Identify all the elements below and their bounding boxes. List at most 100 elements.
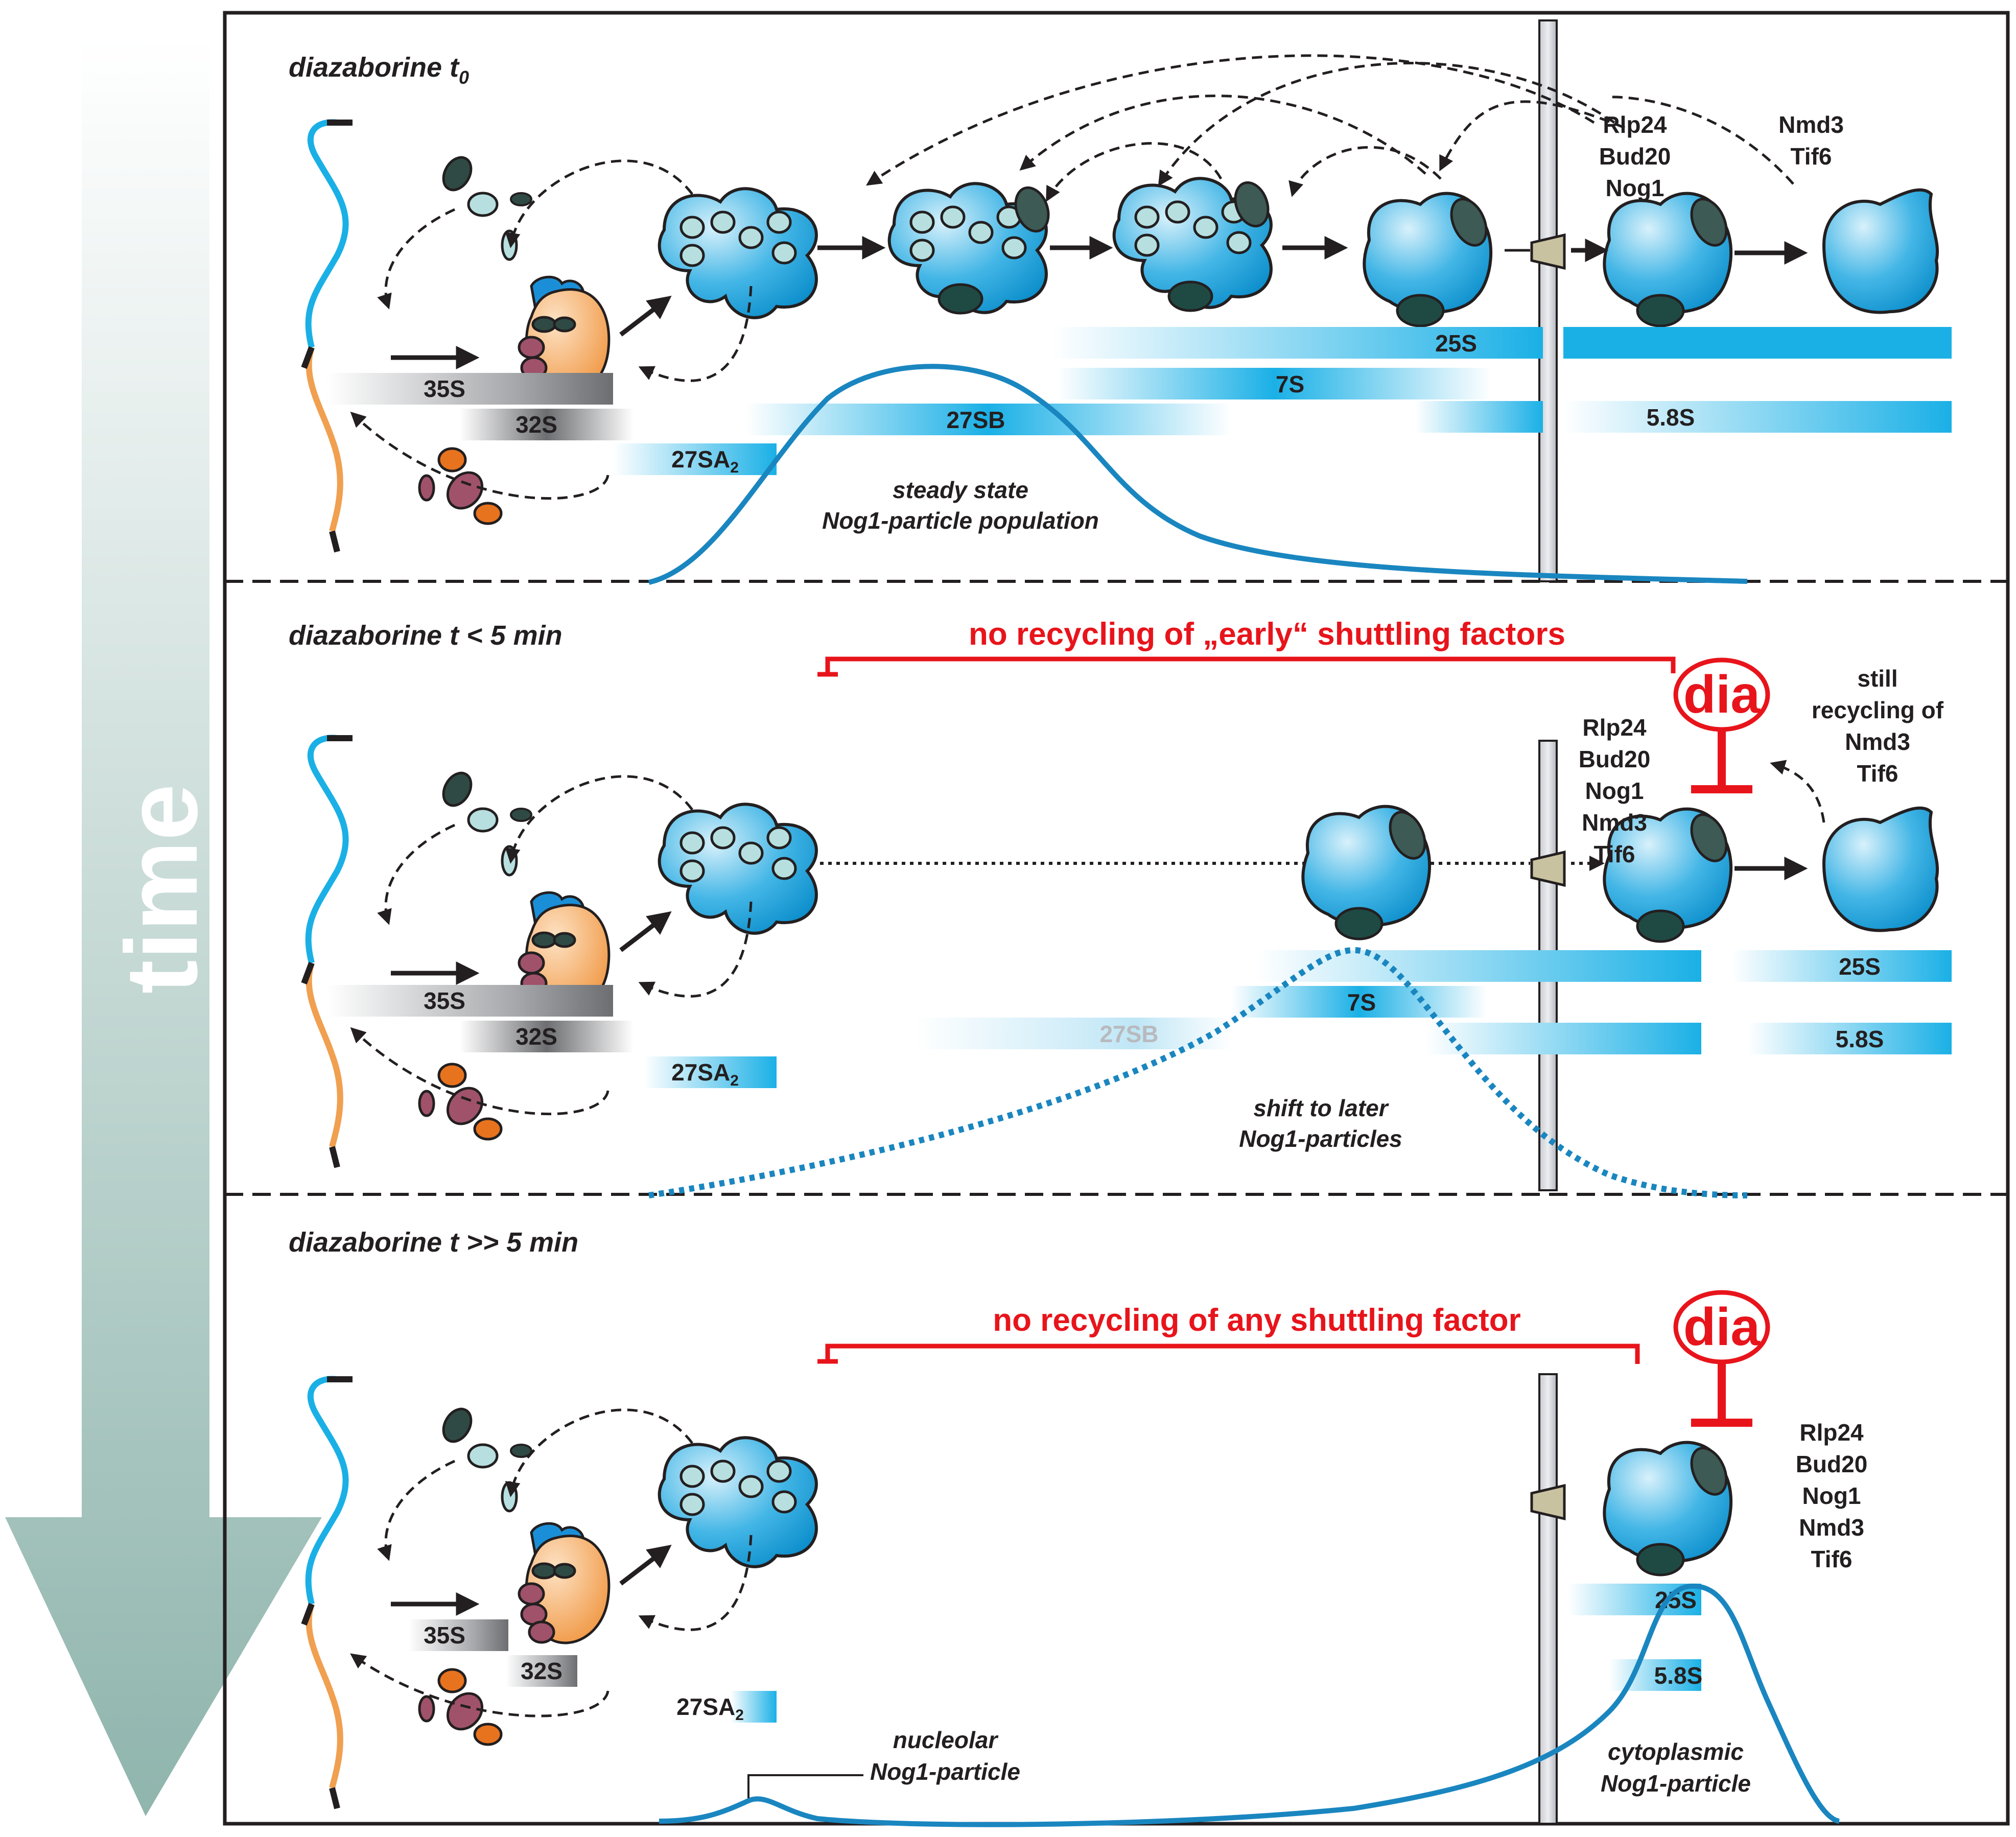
bar-35s-label: 35S — [424, 1622, 465, 1648]
factor-nmd3: Nmd3 — [1799, 1514, 1864, 1541]
nucleolar-label-line1: nucleolar — [893, 1727, 999, 1753]
no-recycling-bracket — [825, 656, 1676, 674]
bar-25s-nuclear — [1257, 950, 1701, 982]
bar-35s — [327, 373, 613, 405]
bar-32s-label: 32S — [515, 1023, 557, 1050]
bar-25s-cytoplasmic — [1732, 950, 1952, 982]
panel-title: diazaborine t >> 5 min — [289, 1227, 578, 1258]
bar-58s-nuclear — [1415, 401, 1543, 433]
panel-title: diazaborine t < 5 min — [289, 620, 562, 651]
nog1-steady-state-curve — [648, 364, 1748, 585]
recycling-arrows — [350, 1408, 753, 1717]
cytoplasmic-particle — [1604, 194, 1733, 326]
bar-27sa2 — [613, 443, 777, 475]
rrna-species-bars: 35S 32S 27SA2 27SB 7S 25S 5.8S — [327, 327, 1952, 476]
bar-35s — [327, 985, 613, 1017]
nuclear-pore — [1538, 19, 1558, 582]
arrow-90s-to-early — [619, 1544, 672, 1586]
trapped-factors: Rlp24 Bud20 Nog1 Nmd3 Tif6 — [1796, 1419, 1868, 1572]
curve-label-line1: steady state — [893, 477, 1028, 503]
bar-25s-nuclear — [1052, 327, 1543, 359]
rrna-species-bars: 35S 32S 27SA2 25S 5.8S — [409, 1584, 1702, 1724]
factor-nmd3: Nmd3 — [1778, 111, 1844, 138]
nucleolar-pointer — [747, 1774, 863, 1798]
bar-58s-label: 5.8S — [1647, 404, 1695, 431]
bar-35s-label: 35S — [424, 375, 465, 402]
bar-7s-label: 7S — [1276, 371, 1304, 397]
still-recycling-line4: Tif6 — [1857, 760, 1898, 787]
curve-label-line2: Nog1-particles — [1239, 1125, 1402, 1152]
panel-t0: diazaborine t0 — [289, 19, 1952, 585]
bar-58s-label: 5.8S — [1836, 1026, 1884, 1052]
factor-rlp24: Rlp24 — [1799, 1419, 1864, 1446]
figure-frame — [223, 11, 2010, 1826]
bar-27sb — [746, 404, 1231, 435]
early-factors-bottom — [419, 1669, 501, 1745]
blocked-factors: Rlp24 Bud20 Nog1 Nmd3 Tif6 — [1579, 714, 1651, 867]
bar-58s-cytoplasmic — [1563, 401, 1952, 433]
factor-rlp24: Rlp24 — [1582, 714, 1647, 741]
nog1-shifted-curve — [648, 947, 1748, 1198]
nog1-final-curve — [659, 1583, 1840, 1827]
pore-channel — [1530, 850, 1566, 887]
bar-58s-label: 5.8S — [1654, 1662, 1703, 1689]
rrna-species-bars: 35S 32S 27SA2 27SB 7S 25S 5.8S — [327, 950, 1952, 1089]
bar-27sb-label: 27SB — [946, 407, 1005, 433]
early-factors-bottom — [419, 449, 501, 524]
bar-7s — [1058, 368, 1492, 399]
bar-25s-label: 25S — [1839, 953, 1881, 980]
factor-tif6: Tif6 — [1791, 143, 1832, 170]
bar-7s-label: 7S — [1347, 989, 1376, 1016]
bar-7s — [1231, 986, 1487, 1018]
accumulated-late-particle — [1303, 807, 1432, 939]
svg-text:diazaborine t0: diazaborine t0 — [289, 52, 469, 88]
bar-32s — [506, 1655, 577, 1687]
bar-27sa2-label: 27SA2 — [671, 1059, 739, 1089]
nuclear-pore — [1538, 1373, 1558, 1825]
pre60s-particle-3-extras — [1167, 181, 1270, 312]
mature-60s-subunit — [1824, 190, 1937, 313]
stuck-cytoplasmic-particle — [1604, 1443, 1733, 1575]
curve-label-line1: shift to later — [1253, 1095, 1389, 1121]
bar-25s-cytoplasmic — [1563, 327, 1952, 359]
bar-35s — [409, 1619, 508, 1651]
no-recycling-bracket — [825, 1344, 1640, 1364]
still-recycling-line2: recycling of — [1812, 697, 1944, 723]
bar-32s-label: 32S — [521, 1658, 562, 1684]
no-recycling-early-text: no recycling of „early“ shuttling factor… — [969, 617, 1565, 652]
bar-58s-cytoplasmic — [1747, 1023, 1952, 1054]
early-factors-top — [438, 153, 531, 260]
bar-35s-label: 35S — [424, 987, 465, 1014]
bar-32s — [460, 409, 634, 440]
pre-rrna-strand — [304, 738, 353, 1167]
panel-title: diazaborine t — [289, 52, 460, 83]
factor-tif6: Tif6 — [1811, 1546, 1853, 1572]
panel-t-lt-5min: diazaborine t < 5 min no recycling of „e… — [289, 617, 1952, 1198]
early-pre60s-particle — [660, 804, 816, 933]
bar-27sa2 — [731, 1691, 777, 1723]
90s-preribosome — [519, 1523, 609, 1643]
panel-t-gg-5min: diazaborine t >> 5 min no recycling of a… — [289, 1227, 1868, 1827]
early-pre60s-particle — [660, 1438, 816, 1566]
pre-rrna-strand — [304, 122, 353, 552]
factor-nog1: Nog1 — [1802, 1482, 1861, 1509]
factor-bud20: Bud20 — [1599, 143, 1671, 170]
early-factors-top — [438, 768, 531, 875]
factor-nmd3: Nmd3 — [1582, 809, 1647, 836]
late-nuclear-particle — [1364, 194, 1493, 326]
pore-channel — [1530, 233, 1566, 270]
factor-bud20: Bud20 — [1796, 1451, 1868, 1477]
bar-27sa2-label: 27SA2 — [671, 446, 739, 476]
bar-27sb-faint — [915, 1018, 1231, 1049]
nucleolar-label-line2: Nog1-particle — [870, 1758, 1020, 1785]
factor-bud20: Bud20 — [1579, 746, 1651, 772]
recycling-arrows — [350, 760, 1825, 1116]
pore-channel — [1530, 1483, 1566, 1521]
cytoplasmic-label-line2: Nog1-particle — [1601, 1770, 1751, 1797]
bar-27sa2-label: 27SA2 — [676, 1693, 744, 1724]
bar-32s-label: 32S — [515, 411, 557, 438]
still-recycling-line1: still — [1857, 665, 1897, 692]
early-factors-top — [438, 1404, 531, 1511]
no-recycling-any-text: no recycling of any shuttling factor — [993, 1303, 1520, 1338]
panel-title-subscript: 0 — [459, 67, 469, 88]
